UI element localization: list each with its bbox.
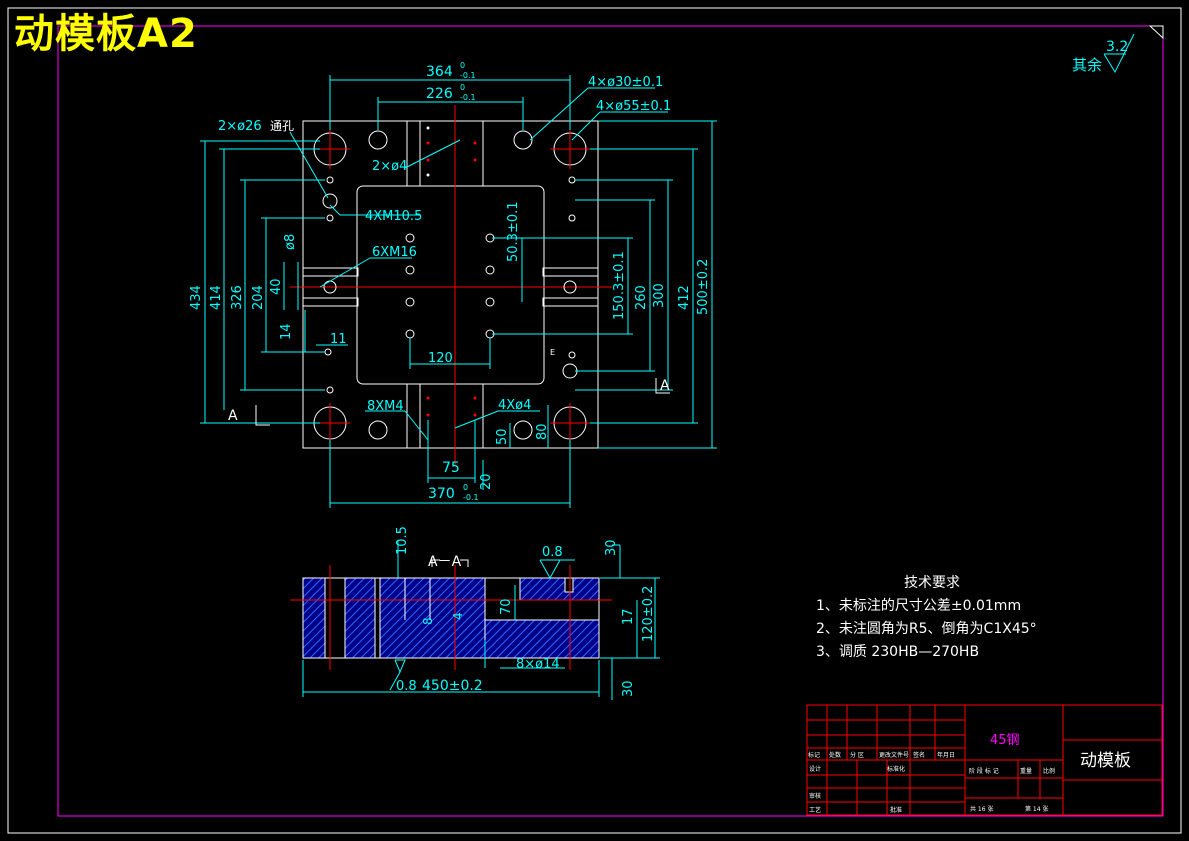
tb-standard: 标准化 <box>887 765 905 773</box>
sec-dim-14h: 8×ø14 <box>516 657 560 672</box>
title-block <box>806 704 1163 816</box>
tech-item-3: 3、调质 230HB—270HB <box>816 644 980 660</box>
tol-lower-370: -0.1 <box>463 493 479 502</box>
tb-process: 工艺 <box>809 806 821 814</box>
sec-dim-105: 10.5 <box>395 526 410 555</box>
part-name-label: 动模板 <box>1080 751 1131 771</box>
through-hole-label: 通孔 <box>270 119 294 133</box>
tech-title: 技术要求 <box>904 575 960 591</box>
m105-label: 4XM10.5 <box>365 209 422 224</box>
dim-503: 50.3±0.1 <box>506 201 521 262</box>
dim-326: 326 <box>230 285 245 310</box>
plan-view <box>200 75 717 508</box>
tol-lower-226: -0.1 <box>460 93 476 102</box>
dim-226: 226 <box>426 86 453 102</box>
material-label: 45钢 <box>990 733 1020 748</box>
drawing-title: 动模板A2 <box>14 11 198 57</box>
dim-80: 80 <box>535 423 550 440</box>
sec-ra-08: 0.8 <box>542 545 563 560</box>
corner-triangle <box>1148 25 1164 40</box>
sec-dim-450: 450±0.2 <box>422 678 483 694</box>
dim-20: 20 <box>479 473 494 490</box>
hole-4b-label: 4Xø4 <box>498 398 531 413</box>
dim-120: 120 <box>428 351 453 366</box>
sec-dim-8: 8 <box>421 617 435 625</box>
roughness-other-value: 3.2 <box>1106 39 1128 55</box>
tb-label-zone: 分 区 <box>850 751 864 759</box>
hole-26-label: 2×ø26 <box>218 119 262 134</box>
tb-sheets-total: 共 16 张 <box>970 805 993 813</box>
dim-14: 14 <box>279 323 294 340</box>
dim-500: 500±0.2 <box>696 259 711 315</box>
dim-40: 40 <box>269 278 284 295</box>
dim-1503: 150.3±0.1 <box>612 251 627 320</box>
hole-55-label: 4×ø55±0.1 <box>596 99 671 114</box>
sec-dim-4: 4 <box>451 612 465 620</box>
roughness-symbol <box>1103 33 1135 74</box>
dim-8: ø8 <box>283 234 298 250</box>
dim-412: 412 <box>677 285 692 310</box>
section-mark-right: A <box>660 378 670 394</box>
dim-50: 50 <box>495 428 510 445</box>
tech-item-1: 1、未标注的尺寸公差±0.01mm <box>816 598 1022 614</box>
section-view <box>290 540 660 700</box>
dim-75: 75 <box>442 460 460 476</box>
dim-414: 414 <box>209 285 224 310</box>
sec-dim-30b: 30 <box>621 680 636 697</box>
dim-300: 300 <box>652 283 667 308</box>
dim-434: 434 <box>189 285 204 310</box>
sec-dim-30a: 30 <box>604 539 619 556</box>
tb-label-date: 年月日 <box>937 751 955 759</box>
plate-outline <box>302 120 599 449</box>
hole-30-label: 4×ø30±0.1 <box>588 75 663 90</box>
e-mark: E <box>550 348 555 357</box>
sec-dim-17: 17 <box>621 608 636 625</box>
tb-review: 审核 <box>809 792 821 800</box>
dim-364: 364 <box>426 64 453 80</box>
tb-weight: 重量 <box>1020 767 1032 775</box>
tech-requirements: 技术要求 1、未标注的尺寸公差±0.01mm 2、未注圆角为R5、倒角为C1X4… <box>812 572 1037 664</box>
tb-stage: 阶 段 标 记 <box>969 767 999 775</box>
m4-label: 8XM4 <box>367 399 404 414</box>
hole-4a-label: 2×ø4 <box>372 159 407 174</box>
sec-dim-70: 70 <box>499 598 514 615</box>
dim-370: 370 <box>428 486 455 502</box>
dim-204: 204 <box>251 285 266 310</box>
tb-scale: 比例 <box>1043 767 1055 775</box>
outer-frame <box>7 7 1182 834</box>
inner-frame <box>57 25 1164 817</box>
tb-approve: 批准 <box>890 806 902 814</box>
cavity-pocket <box>356 185 545 385</box>
roughness-other-label: 其余 <box>1072 56 1102 74</box>
section-title: A－A <box>428 554 462 570</box>
dim-260: 260 <box>634 285 649 310</box>
sec-ra-08b: 0.8 <box>396 679 417 694</box>
tb-label-change: 更改文件号 <box>879 751 909 759</box>
sec-dim-1202: 120±0.2 <box>641 586 656 642</box>
tol-upper-370: 0 <box>463 483 468 492</box>
tol-upper-364: 0 <box>460 61 465 70</box>
tol-lower-364: -0.1 <box>460 71 476 80</box>
section-mark-left: A <box>228 408 238 424</box>
tb-sheet-no: 第 14 张 <box>1025 805 1048 813</box>
dim-11: 11 <box>330 332 347 347</box>
tb-design: 设计 <box>809 765 821 773</box>
tb-label-sign: 签名 <box>913 751 925 759</box>
tb-label-count: 处数 <box>829 751 841 759</box>
tb-label-mark: 标记 <box>808 751 820 759</box>
tech-item-2: 2、未注圆角为R5、倒角为C1X45° <box>816 621 1037 637</box>
m16-label: 6XM16 <box>372 245 417 260</box>
tol-upper-226: 0 <box>460 83 465 92</box>
